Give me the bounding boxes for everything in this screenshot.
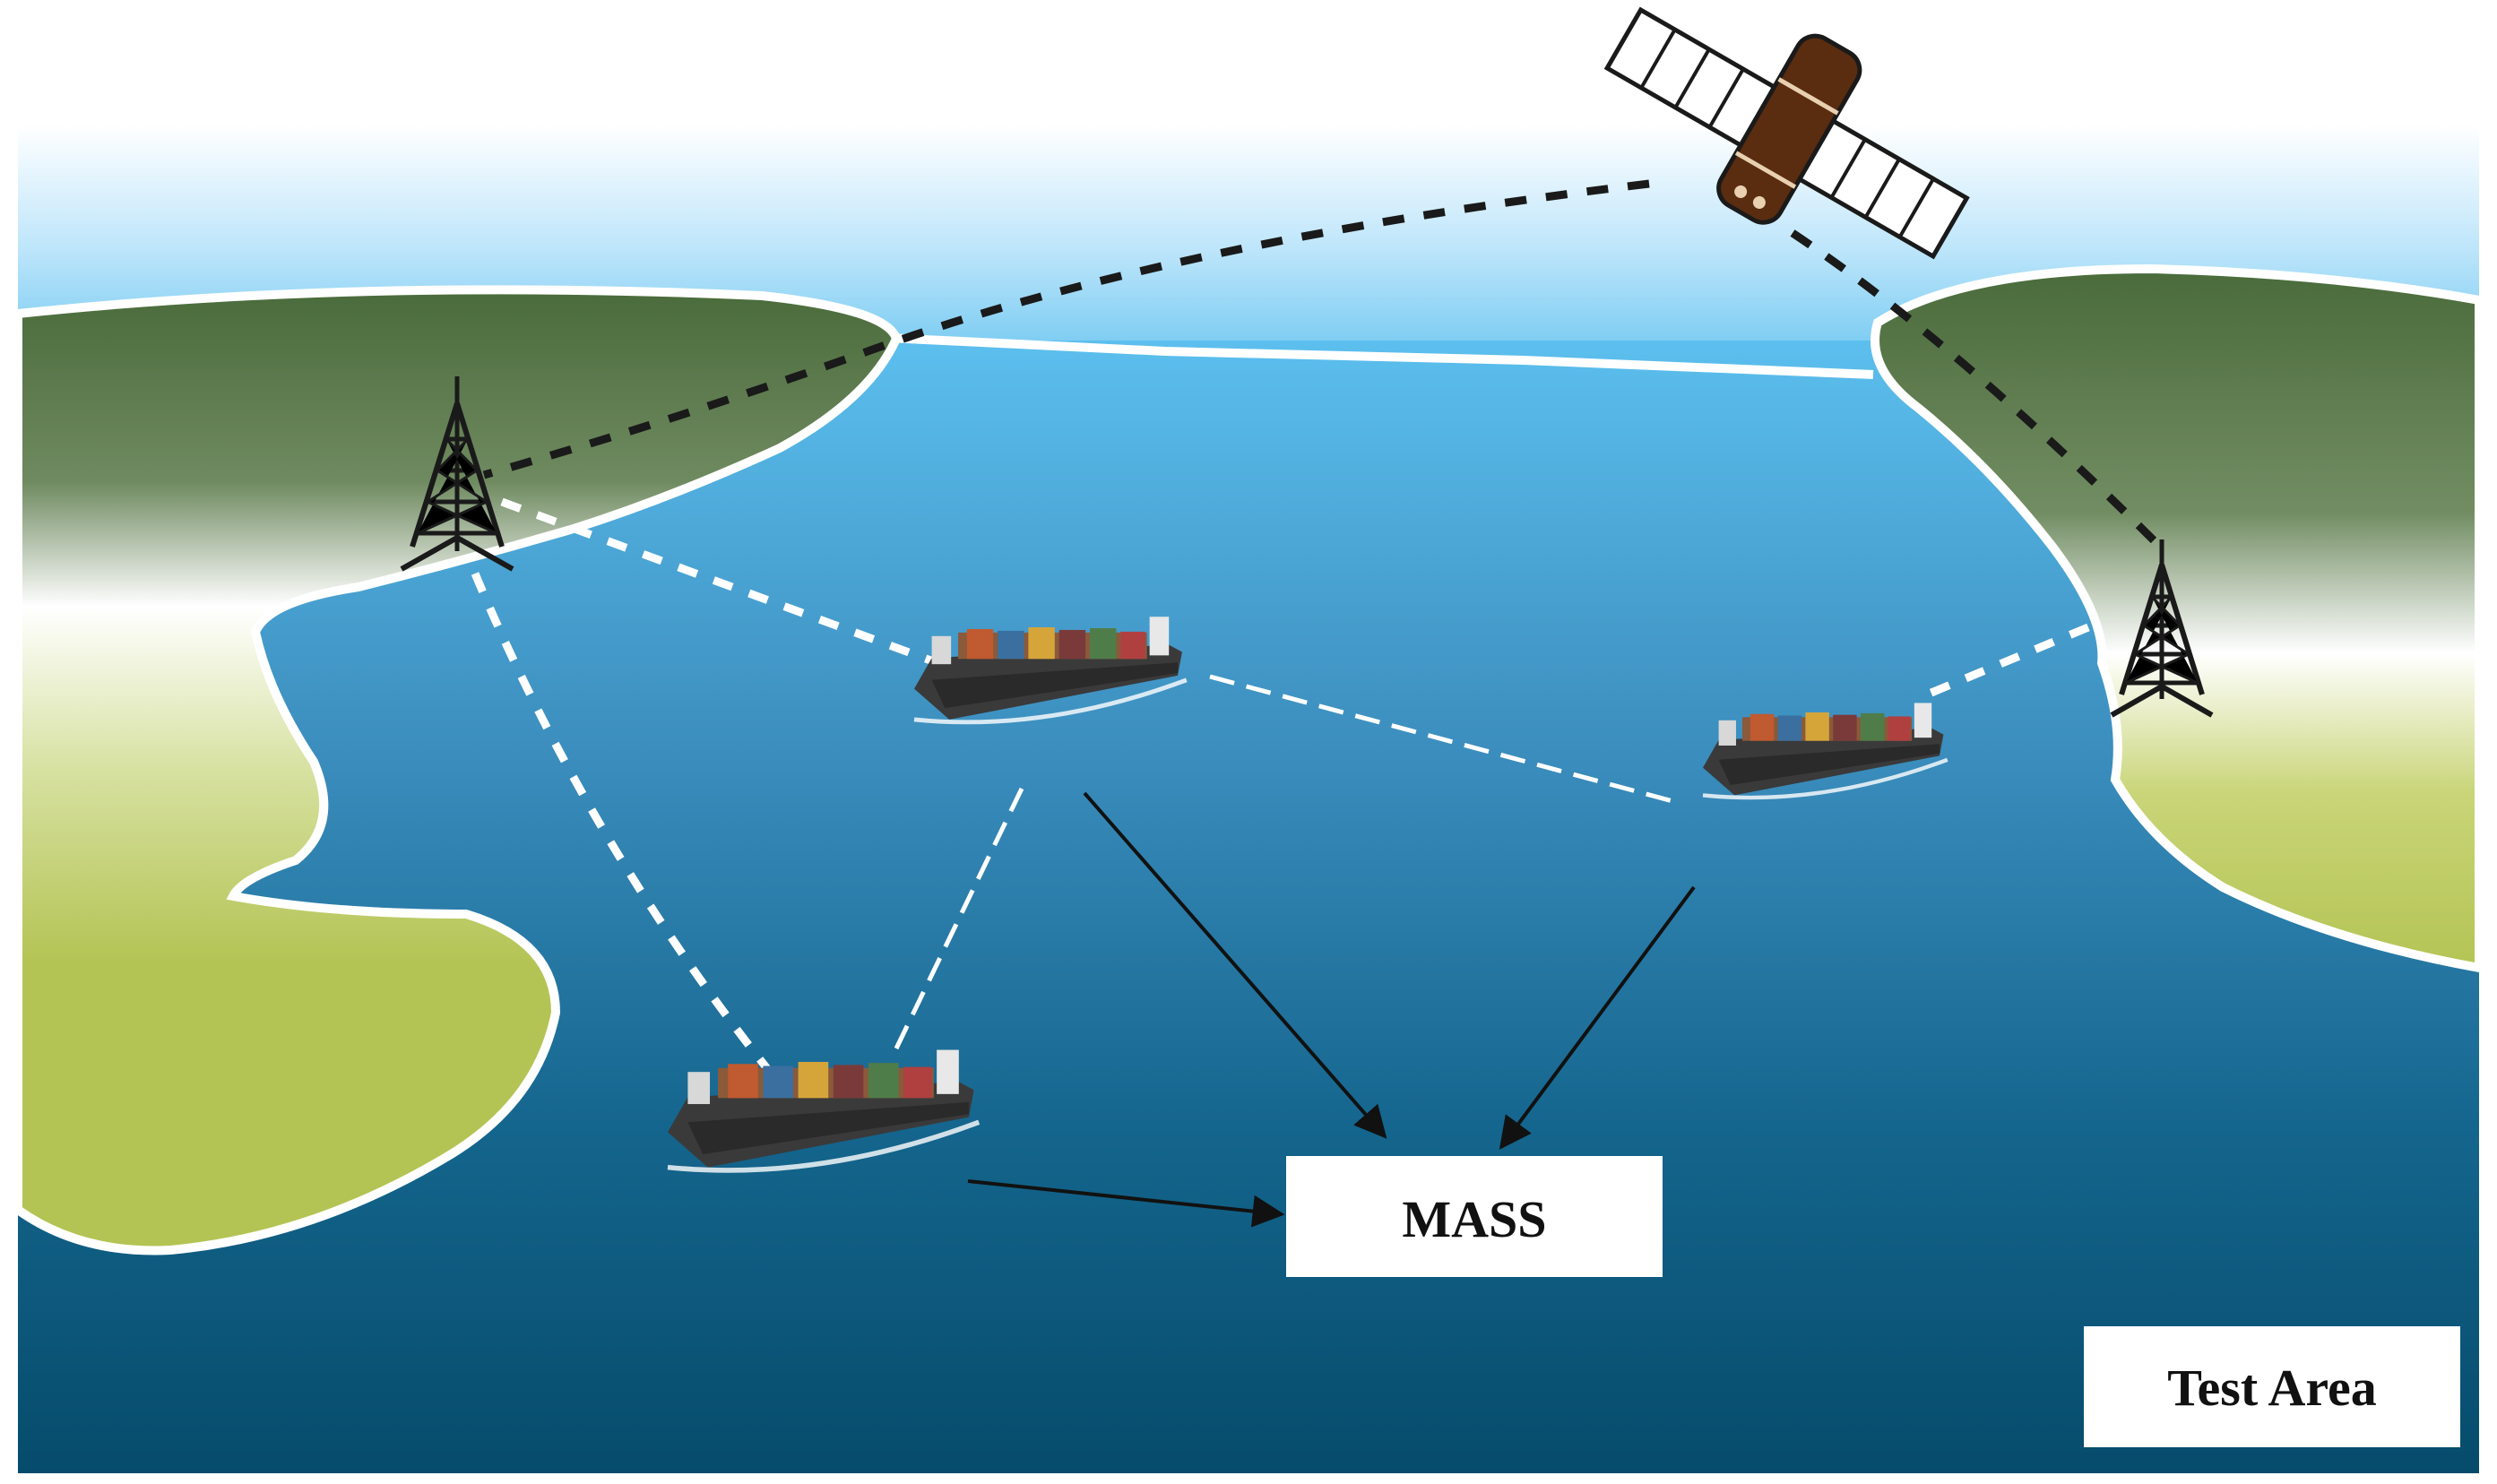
far-shoreline xyxy=(851,332,1874,379)
test-area-label: Test Area xyxy=(2167,1359,2377,1417)
ship-link-1-3 xyxy=(894,787,1024,1050)
tower-link-ship-1 xyxy=(500,497,952,672)
left-landmass xyxy=(13,285,902,1255)
radio-tower-icon xyxy=(400,376,514,572)
mass-box xyxy=(1286,1156,1663,1277)
arrow-ship-2-to-mass xyxy=(1499,885,1696,1150)
tower-link-ship-2 xyxy=(1925,623,2090,699)
arrow-ship-3-to-mass xyxy=(967,1179,1285,1228)
test-area-box xyxy=(2084,1326,2460,1447)
arrow-ship-1-to-mass xyxy=(1083,791,1387,1139)
satellite-icon xyxy=(1603,6,1970,260)
radio-tower-icon xyxy=(2110,539,2214,718)
tower-link-ship-3 xyxy=(471,572,783,1087)
ship-link-1-2 xyxy=(1209,674,1677,805)
satellite-link-right xyxy=(1790,229,2164,550)
mass-label: MASS xyxy=(1402,1190,1546,1248)
satellite-link-left xyxy=(482,179,1650,479)
